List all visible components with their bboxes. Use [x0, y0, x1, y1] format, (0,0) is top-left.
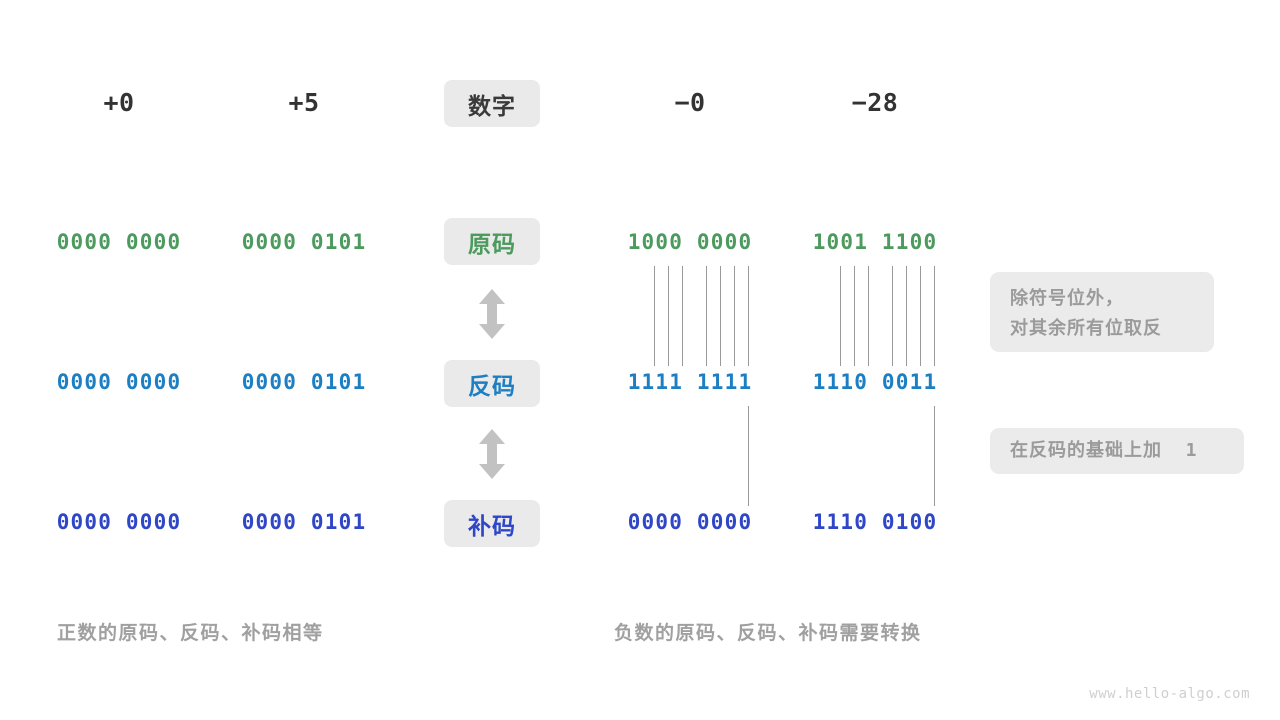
bit-connector-line — [920, 266, 921, 366]
row-label-ones-complement: 反码 — [444, 360, 540, 407]
header-value-minus-twentyeight: −28 — [851, 88, 899, 117]
caption-negative: 负数的原码、反码、补码需要转换 — [614, 622, 922, 644]
bit-connector-line — [840, 266, 841, 366]
caption-positive: 正数的原码、反码、补码相等 — [57, 622, 324, 644]
row-ones-complement-left-plus-zero: 0000 0000 — [56, 370, 182, 394]
header-value-minus-zero: −0 — [674, 88, 706, 117]
footer-watermark: www.hello-algo.com — [1089, 686, 1250, 702]
row-twos-complement-right-minus-twentyeight: 1110 0100 — [812, 510, 938, 534]
bit-connector-line — [654, 266, 655, 366]
header-value-plus-five: +5 — [288, 88, 320, 117]
header-badge-number: 数字 — [444, 80, 540, 127]
row-twos-complement-right-minus-zero: 0000 0000 — [627, 510, 753, 534]
bit-connector-line — [854, 266, 855, 366]
bit-connector-line — [868, 266, 869, 366]
row-label-twos-complement: 补码 — [444, 500, 540, 547]
row-ones-complement-left-plus-five: 0000 0101 — [241, 370, 367, 394]
row-twos-complement-left-plus-five: 0000 0101 — [241, 510, 367, 534]
note-add-one: 在反码的基础上加 1 — [990, 428, 1244, 474]
carry-connector-line — [934, 406, 935, 506]
bit-connector-line — [706, 266, 707, 366]
note-invert-bits-line1: 除符号位外， — [1010, 288, 1124, 309]
bit-connector-line — [720, 266, 721, 366]
bit-connector-line — [906, 266, 907, 366]
row-true-form-right-minus-zero: 1000 0000 — [627, 230, 753, 254]
double-arrow-ones-to-twos-icon — [475, 428, 509, 480]
bit-connector-line — [668, 266, 669, 366]
row-label-true-form: 原码 — [444, 218, 540, 265]
row-true-form-right-minus-twentyeight: 1001 1100 — [812, 230, 938, 254]
bit-connector-line — [748, 266, 749, 366]
row-true-form-left-plus-zero: 0000 0000 — [56, 230, 182, 254]
note-add-one-text: 在反码的基础上加 — [1010, 440, 1162, 461]
double-arrow-true-to-ones-icon — [475, 288, 509, 340]
bit-connector-line — [734, 266, 735, 366]
note-add-one-value: 1 — [1162, 440, 1198, 461]
row-ones-complement-right-minus-zero: 1111 1111 — [627, 370, 753, 394]
bit-connector-line — [892, 266, 893, 366]
row-twos-complement-left-plus-zero: 0000 0000 — [56, 510, 182, 534]
note-invert-bits-line2: 对其余所有位取反 — [1010, 318, 1162, 339]
row-ones-complement-right-minus-twentyeight: 1110 0011 — [812, 370, 938, 394]
carry-connector-line — [748, 406, 749, 506]
row-true-form-left-plus-five: 0000 0101 — [241, 230, 367, 254]
bit-connector-line — [934, 266, 935, 366]
note-invert-bits: 除符号位外， 对其余所有位取反 — [990, 272, 1214, 352]
header-value-plus-zero: +0 — [103, 88, 135, 117]
bit-connector-line — [682, 266, 683, 366]
